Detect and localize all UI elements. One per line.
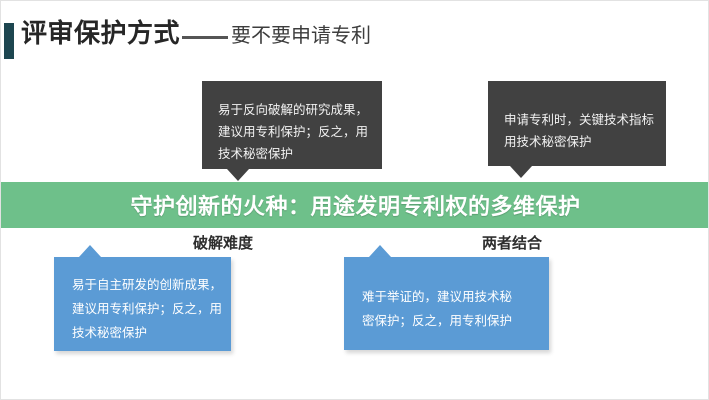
callout-pointer-up-icon — [79, 245, 101, 257]
page-title-subtitle: 要不要申请专利 — [231, 23, 372, 47]
headline-banner: 守护创新的火种：用途发明专利权的多维保护 — [1, 182, 708, 228]
headline-banner-text: 守护创新的火种：用途发明专利权的多维保护 — [130, 195, 581, 220]
category-label-right: 两者结合 — [482, 234, 543, 252]
callout-line: 用技术秘密保护 — [504, 134, 592, 149]
category-label-left: 破解难度 — [193, 234, 254, 252]
callout-line: 密保护；反之，用专利保护 — [362, 313, 513, 328]
callout-line: 难于举证的，建议用技术秘 — [362, 289, 513, 304]
callout-line: 建议用专利保护；反之，用 — [72, 301, 223, 316]
callout-box-dark-right: 申请专利时，关键技术指标 用技术秘密保护 — [488, 81, 666, 166]
callout-line: 技术秘密保护 — [72, 325, 148, 340]
callout-pointer-down-icon — [510, 166, 532, 178]
callout-line: 申请专利时，关键技术指标 — [504, 112, 655, 127]
title-separator-dash — [182, 36, 229, 39]
callout-line: 易于反向破解的研究成果， — [218, 102, 369, 117]
callout-box-blue-left: 易于自主研发的创新成果， 建议用专利保护；反之，用 技术秘密保护 — [54, 257, 231, 351]
callout-pointer-down-icon — [227, 169, 249, 181]
page-title: 评审保护方式 要不要申请专利 — [21, 21, 371, 61]
title-accent-bar — [4, 23, 14, 59]
callout-line: 易于自主研发的创新成果， — [72, 277, 223, 292]
callout-box-blue-right: 难于举证的，建议用技术秘 密保护；反之，用专利保护 — [344, 257, 549, 350]
callout-box-dark-left: 易于反向破解的研究成果， 建议用专利保护；反之，用 技术秘密保护 — [202, 81, 382, 169]
callout-line: 技术秘密保护 — [218, 146, 294, 161]
page-title-main: 评审保护方式 — [21, 19, 181, 49]
callout-line: 建议用专利保护；反之，用 — [218, 124, 369, 139]
callout-pointer-up-icon — [369, 245, 391, 257]
